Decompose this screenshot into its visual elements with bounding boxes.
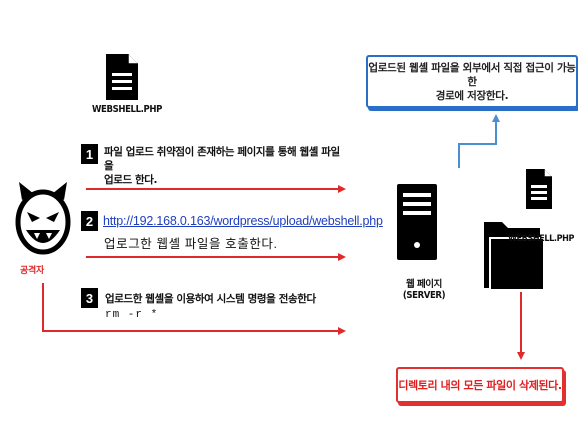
file-right-label: WEBSHELL.PHP xyxy=(508,234,575,244)
folder-icon xyxy=(482,218,546,292)
step-2-url-link[interactable]: http://192.168.0.163/wordpress/upload/we… xyxy=(103,214,383,228)
step-3-command: rm -r * xyxy=(105,309,159,321)
arrow-server-to-note xyxy=(458,114,500,168)
step-2-text: 업로그한 웹셸 파일을 호출한다. xyxy=(104,237,278,251)
note-blue-line-2: 경로에 저장한다. xyxy=(435,89,509,102)
step-3-number: 3 xyxy=(81,288,98,308)
server-tower-icon xyxy=(396,183,438,261)
step-1-line-1: 파일 업로드 취약점이 존재하는 페이지를 통해 웹셸 파일을 xyxy=(104,146,340,172)
server-label: 웹 페이지 (SERVER) xyxy=(402,279,446,301)
file-top-label: WEBSHELL.PHP xyxy=(92,104,162,115)
note-red-text: 디렉토리 내의 모든 파일이 삭제된다. xyxy=(398,379,562,392)
note-blue-line-1: 업로드된 웹셸 파일을 외부에서 직접 접근이 가능한 xyxy=(368,61,576,88)
step-1-line-2: 업로드 한다. xyxy=(104,174,158,186)
php-file-icon xyxy=(105,53,139,101)
devil-face-icon xyxy=(14,180,72,260)
note-blue-box: 업로드된 웹셸 파일을 외부에서 직접 접근이 가능한 경로에 저장한다. xyxy=(366,55,578,108)
php-file-icon xyxy=(525,168,553,210)
attacker-label: 공격자 xyxy=(20,266,44,276)
step-3-text: 업로드한 웹셸을 이용하여 시스템 명령을 전송한다 xyxy=(105,293,316,305)
step-2-number: 2 xyxy=(81,211,98,231)
step-1-text: 파일 업로드 취약점이 존재하는 페이지를 통해 웹셸 파일을 업로드 한다. xyxy=(104,145,344,187)
note-red-box: 디렉토리 내의 모든 파일이 삭제된다. xyxy=(396,367,564,403)
step-1-number: 1 xyxy=(81,144,98,164)
arrow-step3 xyxy=(42,283,346,335)
